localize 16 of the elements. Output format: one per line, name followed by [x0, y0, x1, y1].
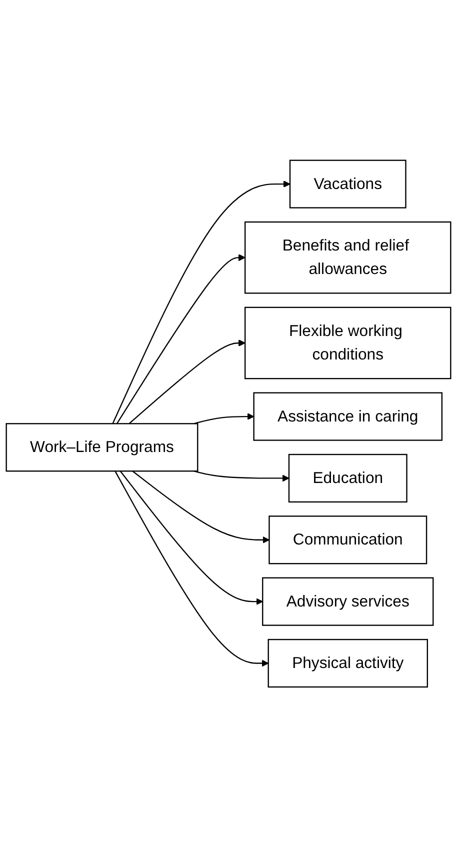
arrow	[116, 254, 246, 424]
arrow	[132, 470, 270, 544]
node-box: Education	[288, 454, 408, 502]
node-box: Work–Life Programs	[6, 422, 198, 472]
node-box: Communication	[268, 515, 428, 564]
node-box: Flexible working conditions	[244, 306, 452, 380]
node-box: Advisory services	[262, 577, 434, 626]
node-box: Benefits and relief allowances	[244, 221, 452, 294]
arrow	[120, 470, 263, 605]
node-box: Vacations	[289, 160, 406, 208]
arrow	[194, 470, 290, 482]
arrow	[114, 470, 269, 667]
node-box: Assistance in caring	[253, 392, 443, 441]
arrow	[128, 339, 246, 424]
arrow	[112, 180, 290, 424]
node-box: Physical activity	[268, 638, 428, 688]
